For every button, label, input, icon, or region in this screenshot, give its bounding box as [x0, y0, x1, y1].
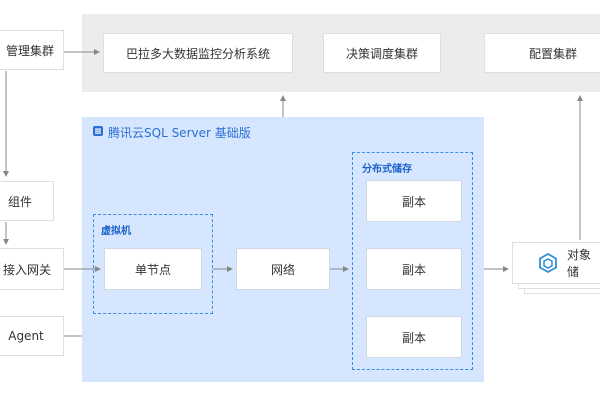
vm-container: [93, 214, 213, 314]
replica-label-3: 副本: [401, 330, 426, 345]
network-box: 网络: [236, 248, 330, 290]
object-storage-box: 对象储: [512, 242, 600, 284]
cube-icon: [537, 252, 559, 274]
single-node-box: 单节点: [104, 248, 202, 290]
access-gateway-label: 接入网关: [2, 262, 51, 277]
replica-box-3: 副本: [366, 316, 462, 358]
scheduler-cluster-box: 决策调度集群: [323, 33, 441, 73]
component-label: 组件: [7, 194, 32, 209]
network-label: 网络: [270, 262, 295, 277]
config-cluster-label: 配置集群: [528, 46, 577, 61]
mgmt-cluster-box: 管理集群: [0, 30, 64, 70]
storage-container: [352, 152, 473, 370]
monitor-system-label: 巴拉多大数据监控分析系统: [125, 46, 270, 61]
component-box: 组件: [0, 181, 54, 221]
single-node-label: 单节点: [134, 262, 171, 277]
agent-label: Agent: [8, 329, 44, 343]
agent-box: Agent: [0, 316, 64, 356]
monitor-system-box: 巴拉多大数据监控分析系统: [103, 33, 293, 73]
panel-title-text: 腾讯云SQL Server 基础版: [108, 126, 251, 140]
database-icon: [92, 125, 104, 140]
panel-title: 腾讯云SQL Server 基础版: [92, 124, 251, 141]
scheduler-cluster-label: 决策调度集群: [345, 46, 418, 61]
config-cluster-box: 配置集群: [484, 33, 600, 73]
object-storage-label: 对象储: [567, 248, 592, 279]
storage-label: 分布式储存: [362, 164, 412, 175]
mgmt-cluster-label: 管理集群: [5, 43, 54, 58]
replica-box-2: 副本: [366, 248, 462, 290]
replica-box-1: 副本: [366, 180, 462, 222]
vm-label: 虚拟机: [101, 226, 131, 237]
replica-label-1: 副本: [401, 194, 426, 209]
replica-label-2: 副本: [401, 262, 426, 277]
access-gateway-box: 接入网关: [0, 248, 64, 290]
